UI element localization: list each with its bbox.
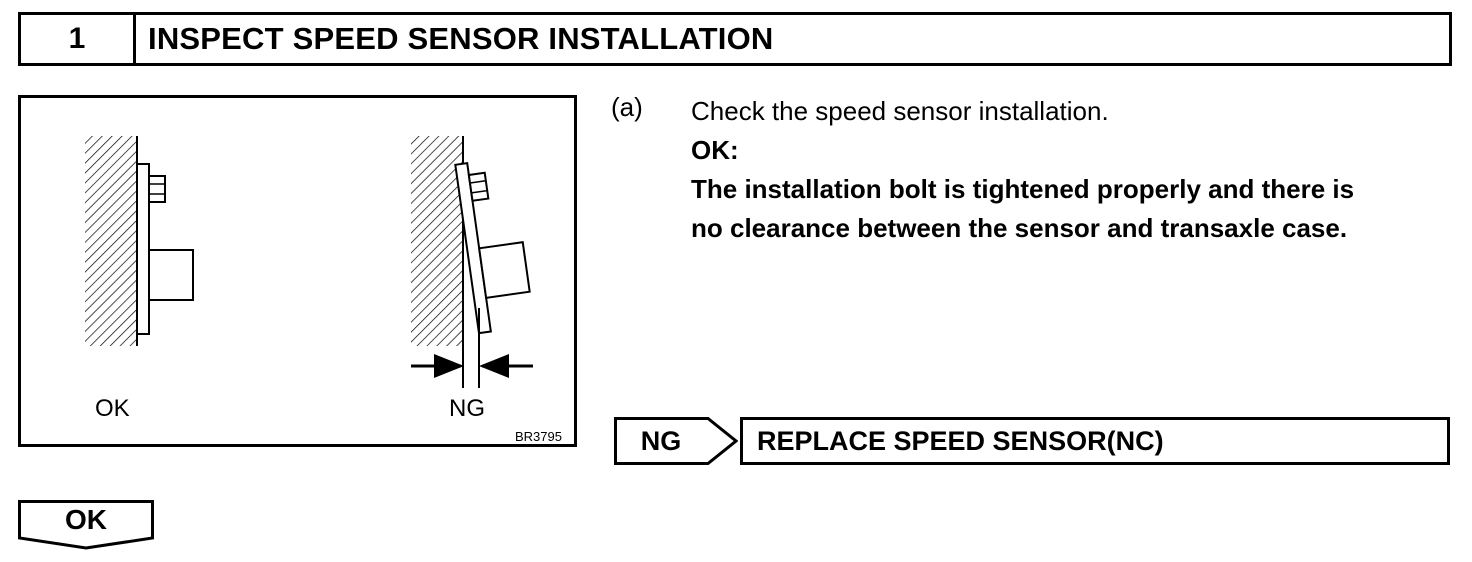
ok-tag-label: OK bbox=[65, 504, 107, 535]
ng-tag-label: NG bbox=[640, 425, 682, 456]
sensor-illustration: OK NG BR3795 bbox=[18, 95, 577, 447]
instruction-block: Check the speed sensor installation. OK:… bbox=[691, 92, 1354, 248]
ok-arrow-tag bbox=[18, 500, 154, 550]
ok-criteria-line-2: no clearance between the sensor and tran… bbox=[691, 213, 1348, 243]
ng-label: NG bbox=[449, 395, 485, 422]
ok-label: OK bbox=[95, 395, 130, 422]
ng-action-box: REPLACE SPEED SENSOR(NC) bbox=[740, 417, 1450, 465]
step-title: INSPECT SPEED SENSOR INSTALLATION bbox=[148, 21, 774, 56]
sensor-diagram: OK NG BR3795 bbox=[85, 136, 562, 444]
substep-marker: (a) bbox=[611, 92, 643, 122]
ok-heading: OK: bbox=[691, 135, 739, 165]
ng-arrow-tag bbox=[614, 417, 738, 465]
ng-case-wall bbox=[411, 136, 464, 388]
ng-speed-sensor bbox=[454, 162, 531, 335]
figure-reference: BR3795 bbox=[515, 429, 562, 444]
ok-criteria-line-1: The installation bolt is tightened prope… bbox=[691, 174, 1355, 204]
step-number: 1 bbox=[21, 15, 136, 63]
step-header: 1 INSPECT SPEED SENSOR INSTALLATION bbox=[18, 12, 1452, 66]
ok-case-wall bbox=[85, 136, 138, 346]
ok-speed-sensor bbox=[136, 163, 194, 335]
instruction-text: Check the speed sensor installation. bbox=[691, 96, 1109, 126]
